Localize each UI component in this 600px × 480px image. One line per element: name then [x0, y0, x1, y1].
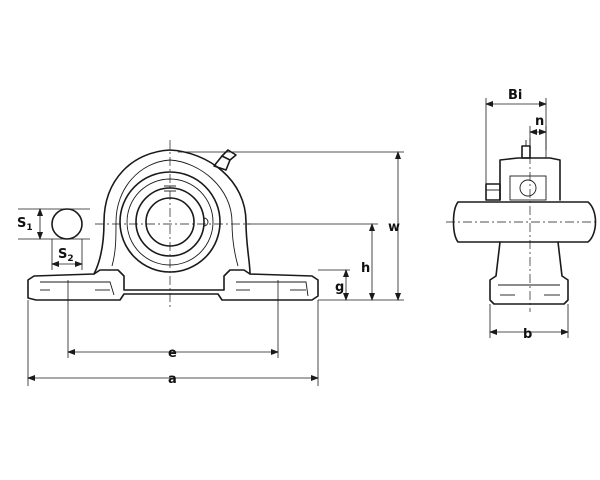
- set-screw: [203, 217, 209, 227]
- grease-nipple-icon: [213, 149, 237, 171]
- label-s2: S2: [58, 247, 74, 264]
- label-n: n: [535, 114, 544, 129]
- label-a: a: [168, 372, 177, 387]
- housing-body: [93, 149, 251, 275]
- shaft-bore: [145, 197, 195, 247]
- front-view: [27, 140, 319, 310]
- bearing-outer-race: [126, 178, 214, 266]
- bearing-inner-ring: [135, 187, 205, 257]
- side-dimensions: [485, 98, 569, 338]
- side-bearing: [509, 175, 547, 201]
- housing-side: [499, 157, 561, 201]
- label-bi: Bi: [508, 88, 522, 103]
- side-grease-nipple-icon: [521, 140, 531, 159]
- label-h: h: [361, 261, 370, 276]
- left-foot-pad: [40, 281, 115, 296]
- bolt-hole-circle: [51, 208, 83, 240]
- label-s1: S1: [17, 216, 33, 233]
- side-view: [446, 138, 598, 312]
- side-set-screw-icon: [485, 183, 501, 201]
- bearing-outer-ring: [119, 171, 221, 273]
- label-w: w: [388, 220, 400, 235]
- right-foot-pad: [236, 281, 309, 297]
- front-dimensions: [18, 151, 404, 386]
- housing-base: [27, 269, 319, 301]
- label-e: e: [168, 346, 177, 361]
- label-g: g: [335, 280, 344, 295]
- label-b: b: [523, 327, 532, 342]
- shaft: [452, 201, 597, 243]
